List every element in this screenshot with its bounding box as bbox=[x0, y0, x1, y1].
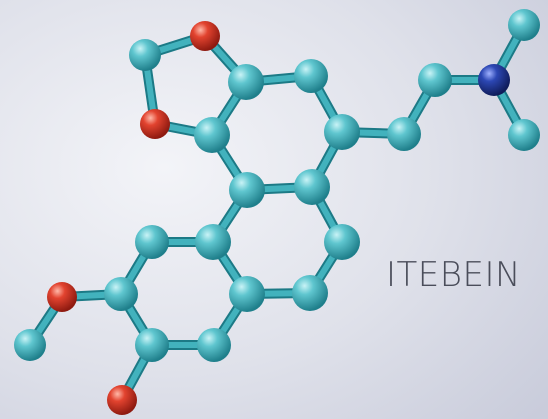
carbon-atom-c_b3 bbox=[292, 275, 328, 311]
carbon-atom-c_ring_top bbox=[228, 64, 264, 100]
carbon-atom-c_b4 bbox=[324, 224, 360, 260]
oxygen-atom-o_methoxy bbox=[47, 282, 77, 312]
carbon-atom-c_c1 bbox=[135, 225, 169, 259]
carbon-atom-c_chain1 bbox=[387, 117, 421, 151]
oxygen-atom-o_hydroxy bbox=[107, 385, 137, 415]
carbon-atom-c_methylene bbox=[129, 39, 161, 71]
carbon-atom-c_nme_bottom bbox=[508, 119, 540, 151]
carbon-atom-c_c2 bbox=[104, 277, 138, 311]
carbon-atom-c_a1 bbox=[194, 117, 230, 153]
nitrogen-atom-n_amine bbox=[478, 64, 510, 96]
oxygen-atom-o_top bbox=[190, 21, 220, 51]
carbon-atom-c_chain2 bbox=[418, 63, 452, 97]
carbon-atom-c_nme_top bbox=[508, 9, 540, 41]
molecule-name-label: ITEBEIN bbox=[386, 255, 521, 295]
carbon-atom-c_b1 bbox=[195, 224, 231, 260]
carbon-atom-c_c3 bbox=[135, 328, 169, 362]
carbon-atom-c_b2 bbox=[229, 276, 265, 312]
oxygen-atom-o_left bbox=[140, 109, 170, 139]
carbon-atom-c_methoxy bbox=[14, 329, 46, 361]
atoms-layer bbox=[14, 9, 540, 415]
carbon-atom-c_a2 bbox=[229, 172, 265, 208]
carbon-atom-c_a5 bbox=[294, 59, 328, 93]
carbon-atom-c_a3 bbox=[294, 169, 330, 205]
carbon-atom-c_c4 bbox=[197, 328, 231, 362]
carbon-atom-c_a4 bbox=[324, 114, 360, 150]
